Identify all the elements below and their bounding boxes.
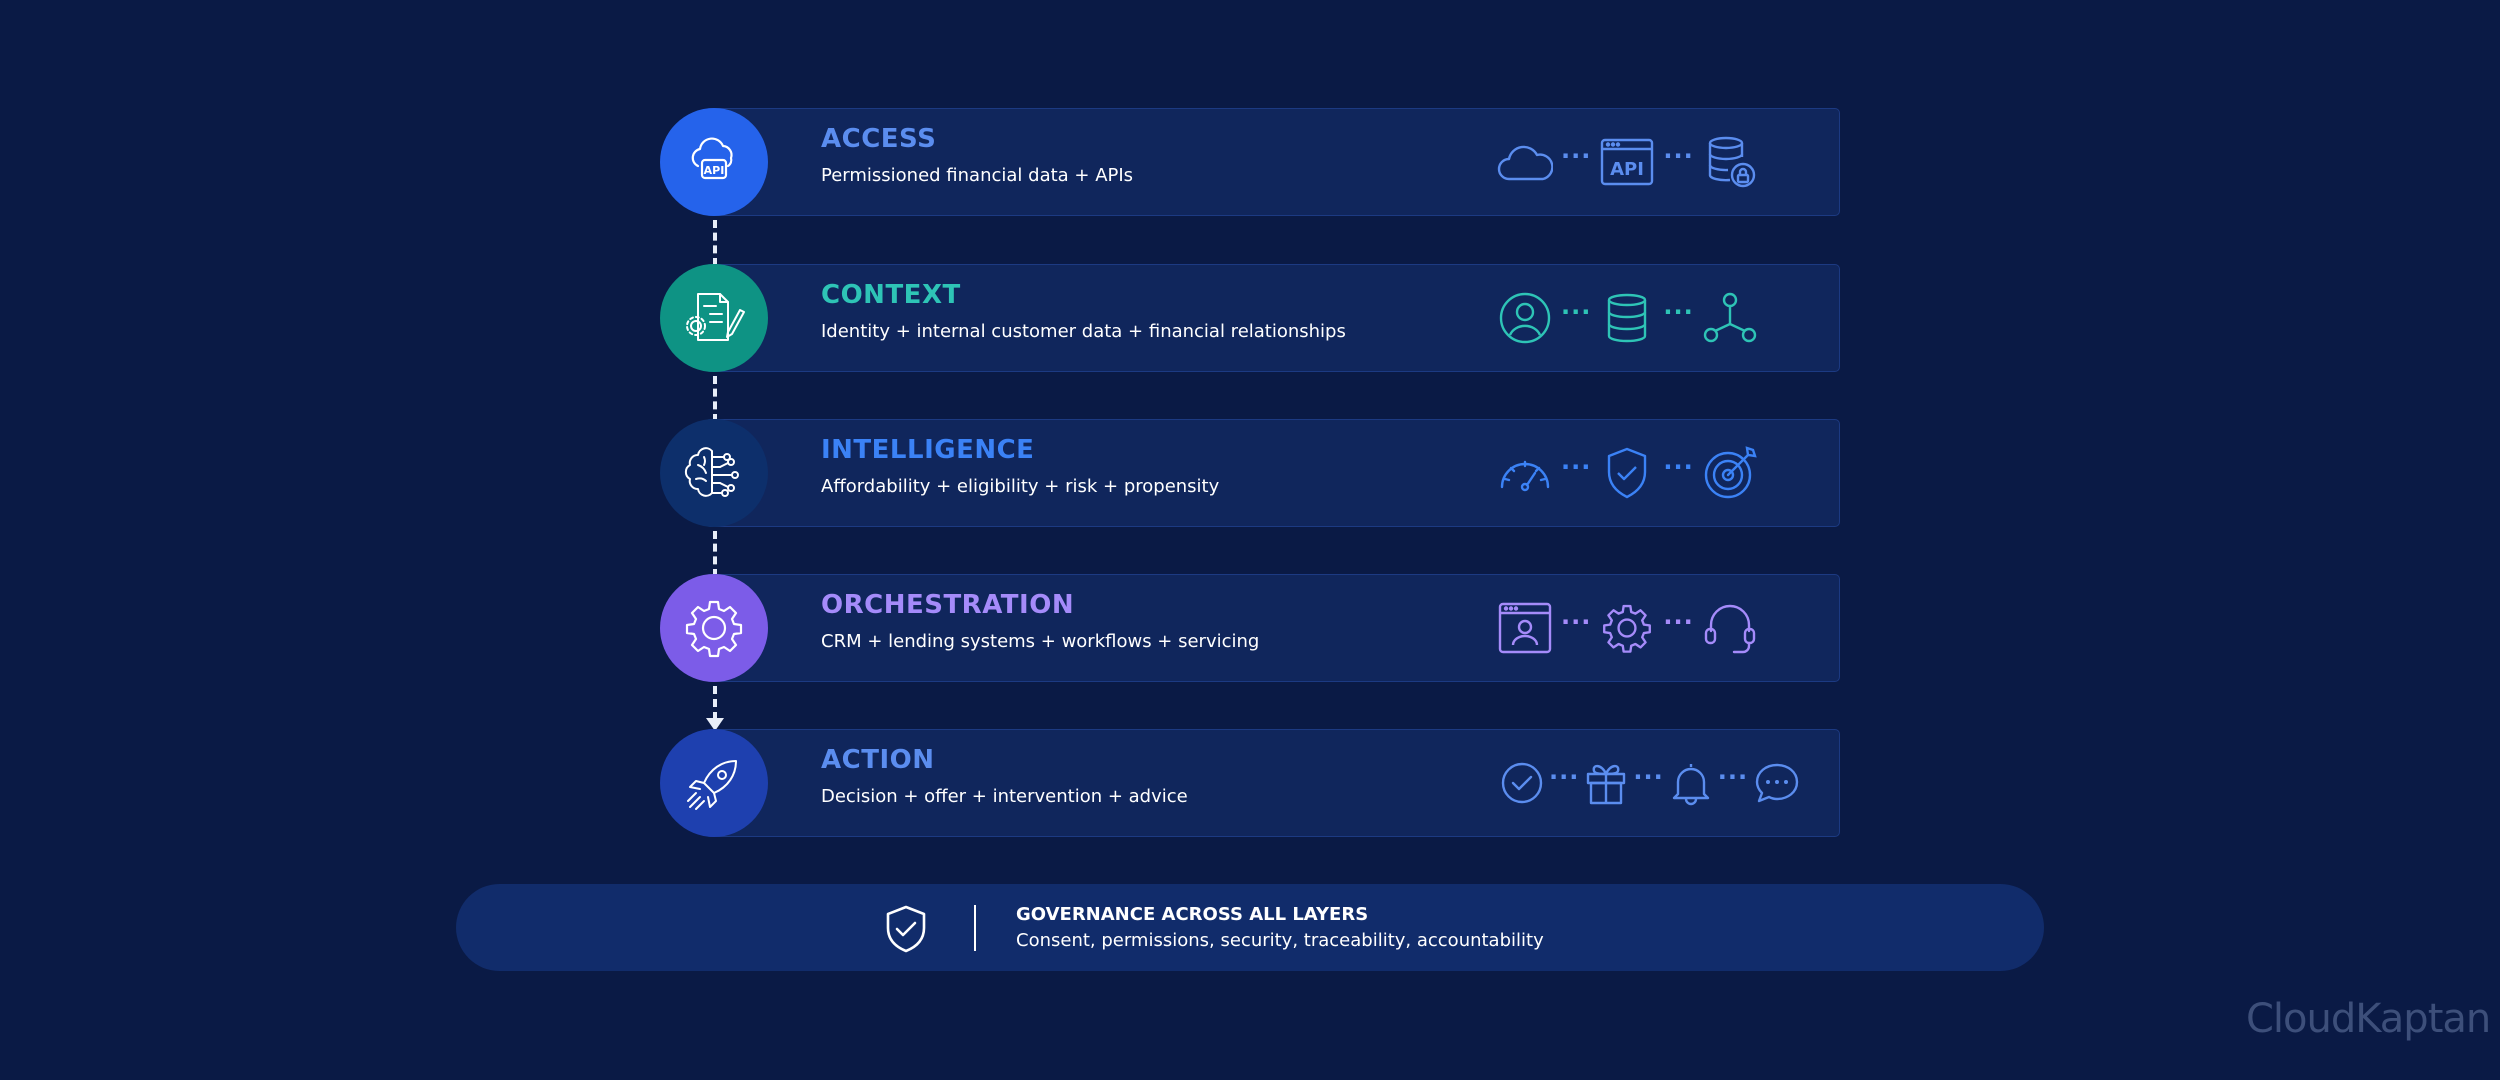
rocket-icon — [660, 729, 768, 837]
governance-title: GOVERNANCE ACROSS ALL LAYERS — [1016, 904, 1369, 925]
layer-title: ACCESS — [821, 124, 937, 154]
svg-text:API: API — [1610, 159, 1644, 180]
svg-text:API: API — [704, 164, 725, 177]
bell-icon — [1668, 756, 1714, 810]
connector-line — [713, 531, 717, 577]
governance-subtitle: Consent, permissions, security, traceabi… — [1016, 930, 1544, 951]
network-icon — [1702, 291, 1758, 345]
layer-subtitle: Affordability + eligibility + risk + pro… — [821, 476, 1220, 497]
layer-subtitle: CRM + lending systems + workflows + serv… — [821, 631, 1260, 652]
gauge-icon — [1497, 446, 1553, 500]
document-gear-icon — [660, 264, 768, 372]
layer-orchestration: ORCHESTRATION CRM + lending systems + wo… — [660, 574, 1840, 682]
check-circle-icon — [1499, 756, 1545, 810]
gift-icon — [1583, 756, 1629, 810]
layer-access: API ACCESS Permissioned financial data +… — [660, 108, 1840, 216]
governance-bar: GOVERNANCE ACROSS ALL LAYERS Consent, pe… — [456, 884, 2044, 971]
api-cloud-icon: API — [660, 108, 768, 216]
layer-subtitle: Permissioned financial data + APIs — [821, 165, 1134, 186]
connector-line — [713, 686, 717, 720]
layer-context: CONTEXT Identity + internal customer dat… — [660, 264, 1840, 372]
layer-card — [705, 729, 1840, 837]
divider — [974, 905, 976, 951]
chat-icon — [1752, 756, 1802, 810]
layer-card — [705, 419, 1840, 527]
shield-check-icon — [884, 904, 928, 958]
layer-title: ACTION — [821, 745, 935, 775]
gear-icon — [1599, 601, 1655, 655]
gear-icon — [660, 574, 768, 682]
layer-title: ORCHESTRATION — [821, 590, 1075, 620]
user-icon — [1497, 291, 1553, 345]
layer-card — [705, 108, 1840, 216]
layer-subtitle: Decision + offer + intervention + advice — [821, 786, 1188, 807]
connector-line — [713, 220, 717, 266]
ai-brain-icon — [660, 419, 768, 527]
layer-title: CONTEXT — [821, 280, 961, 310]
layer-title: INTELLIGENCE — [821, 435, 1035, 465]
connector-line — [713, 376, 717, 422]
cloud-icon — [1497, 135, 1553, 189]
profile-window-icon — [1497, 601, 1553, 655]
api-window-icon: API — [1599, 135, 1655, 189]
shield-check-icon — [1599, 446, 1655, 500]
layer-card — [705, 264, 1840, 372]
database-icon — [1599, 291, 1655, 345]
layer-action: ACTION Decision + offer + intervention +… — [660, 729, 1840, 837]
layer-subtitle: Identity + internal customer data + fina… — [821, 321, 1346, 342]
connector-arrow — [706, 718, 724, 731]
cloudkaptan-logo: CloudKaptan — [2246, 996, 2491, 1042]
secure-database-icon — [1702, 135, 1758, 189]
headset-icon — [1702, 601, 1758, 655]
target-icon — [1702, 446, 1758, 500]
layer-intelligence: INTELLIGENCE Affordability + eligibility… — [660, 419, 1840, 527]
